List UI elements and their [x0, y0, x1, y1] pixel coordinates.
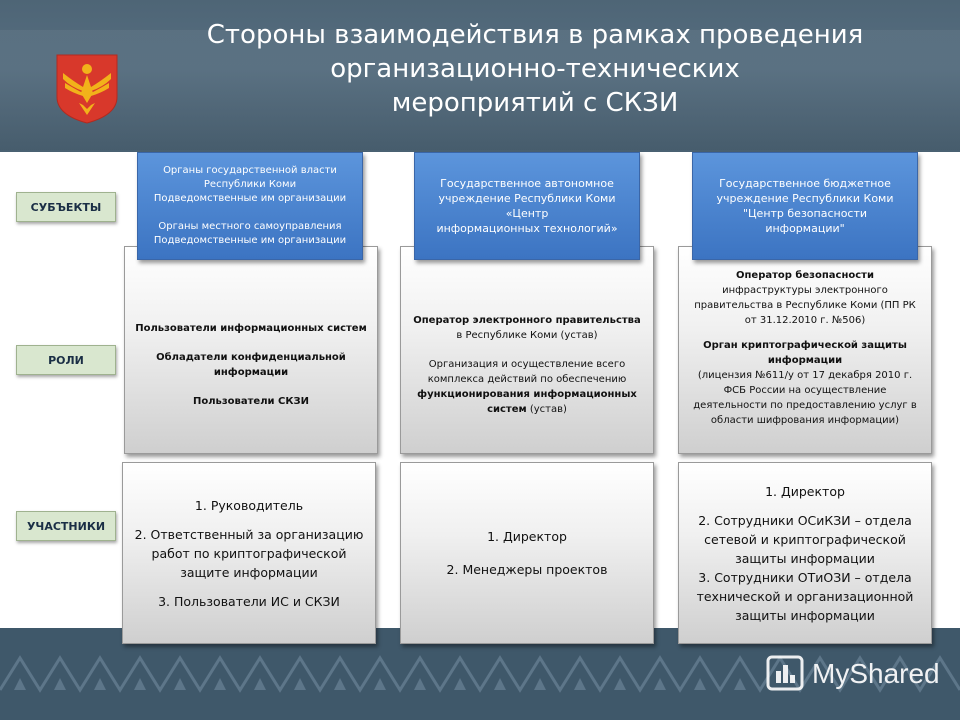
participant1-item2-line2: работ по криптографической [152, 544, 347, 563]
role-license-line1: (лицензия №611/у от 17 декабря 2010 г. [698, 368, 912, 383]
subject-box-3: Государственное бюджетное учреждение Рес… [692, 152, 918, 260]
role-owners-line1: Обладатели конфиденциальной [156, 350, 346, 365]
subject-box-1: Органы государственной власти Республики… [137, 152, 363, 260]
komi-emblem-icon [55, 53, 119, 125]
title-line-3: мероприятий с СКЗИ [150, 86, 920, 120]
role-crypto-line2: информации [768, 353, 842, 368]
title-line-2: организационно-технических [150, 52, 920, 86]
participant3-item3-line2: технической и организационной [697, 587, 914, 606]
role-org-line4: систем (устав) [487, 402, 567, 417]
role-license-line2: ФСБ России на осуществление [724, 383, 887, 398]
role-org-line4-rest: (устав) [527, 404, 567, 415]
subject1-line2: Республики Коми [204, 178, 296, 192]
role-operator-line1: Оператор электронного правительства [413, 313, 641, 328]
role-op-line1: инфраструктуры электронного [722, 283, 888, 298]
role-org-line4-bold: систем [487, 404, 527, 415]
participants-box-1: 1. Руководитель 2. Ответственный за орга… [122, 462, 376, 644]
page-title: Стороны взаимодействия в рамках проведен… [150, 18, 920, 120]
row-label-subjects: СУБЪЕКТЫ [16, 192, 116, 222]
role-org-line2: комплекса действий по обеспечению [428, 372, 627, 387]
role-license-line4: области шифрования информации) [711, 413, 899, 428]
role-op-line3: от 31.12.2010 г. №506) [745, 313, 866, 328]
role-op-line2: правительства в Республике Коми (ПП РК [694, 298, 916, 313]
subject1-line1: Органы государственной власти [163, 164, 337, 178]
row-label-participants: УЧАСТНИКИ [16, 511, 116, 541]
roles-box-1: Пользователи информационных систем Облад… [124, 246, 378, 454]
role-users-skzi: Пользователи СКЗИ [193, 394, 309, 409]
roles-box-3: Оператор безопасности инфраструктуры эле… [678, 246, 932, 454]
subject1-line3: Подведомственные им организации [154, 192, 346, 206]
subject3-line1: Государственное бюджетное [719, 176, 891, 191]
row-label-roles: РОЛИ [16, 345, 116, 375]
participant1-item3: 3. Пользователи ИС и СКЗИ [158, 592, 340, 611]
participants-box-2: 1. Директор 2. Менеджеры проектов [400, 462, 654, 644]
role-operator-line2: в Республике Коми (устав) [456, 328, 597, 343]
participant3-item3-line3: защиты информации [735, 606, 875, 625]
role-license-line3: деятельности по предоставлению услуг в [693, 398, 916, 413]
participant3-item2-line2: сетевой и криптографической [704, 530, 906, 549]
participant1-item1: 1. Руководитель [195, 496, 303, 515]
myshared-logo-text[interactable]: MyShared [812, 658, 940, 690]
subject2-line2: учреждение Республики Коми [438, 191, 615, 206]
subject2-line4: информационных технологий» [436, 221, 617, 236]
participant3-item1: 1. Директор [765, 482, 845, 501]
role-crypto-line1: Орган криптографической защиты [703, 338, 907, 353]
subject3-line2: учреждение Республики Коми [716, 191, 893, 206]
role-op-title: Оператор безопасности [736, 268, 874, 283]
participant1-item2-line3: защите информации [180, 563, 318, 582]
subject3-line4: информации" [765, 221, 844, 236]
participant3-item2-line1: 2. Сотрудники ОСиКЗИ – отдела [698, 511, 912, 530]
subject2-line3: «Центр [506, 206, 549, 221]
subject-box-2: Государственное автономное учреждение Ре… [414, 152, 640, 260]
role-owners-line2: информации [214, 365, 288, 380]
role-users-is: Пользователи информационных систем [135, 321, 367, 336]
role-org-line1: Организация и осуществление всего [429, 357, 625, 372]
subject1-line5: Подведомственные им организации [154, 234, 346, 248]
participant2-item2: 2. Менеджеры проектов [447, 560, 608, 579]
subject2-line1: Государственное автономное [440, 176, 614, 191]
participant2-item1: 1. Директор [487, 527, 567, 546]
role-org-line3: функционирования информационных [417, 387, 637, 402]
subject1-line4: Органы местного самоуправления [158, 220, 341, 234]
participant1-item2-line1: 2. Ответственный за организацию [135, 525, 364, 544]
participants-box-3: 1. Директор 2. Сотрудники ОСиКЗИ – отдел… [678, 462, 932, 644]
participant3-item3-line1: 3. Сотрудники ОТиОЗИ – отдела [698, 568, 911, 587]
participant3-item2-line3: защиты информации [735, 549, 875, 568]
title-line-1: Стороны взаимодействия в рамках проведен… [150, 18, 920, 52]
subject3-line3: "Центр безопасности [743, 206, 867, 221]
roles-box-2: Оператор электронного правительства в Ре… [400, 246, 654, 454]
